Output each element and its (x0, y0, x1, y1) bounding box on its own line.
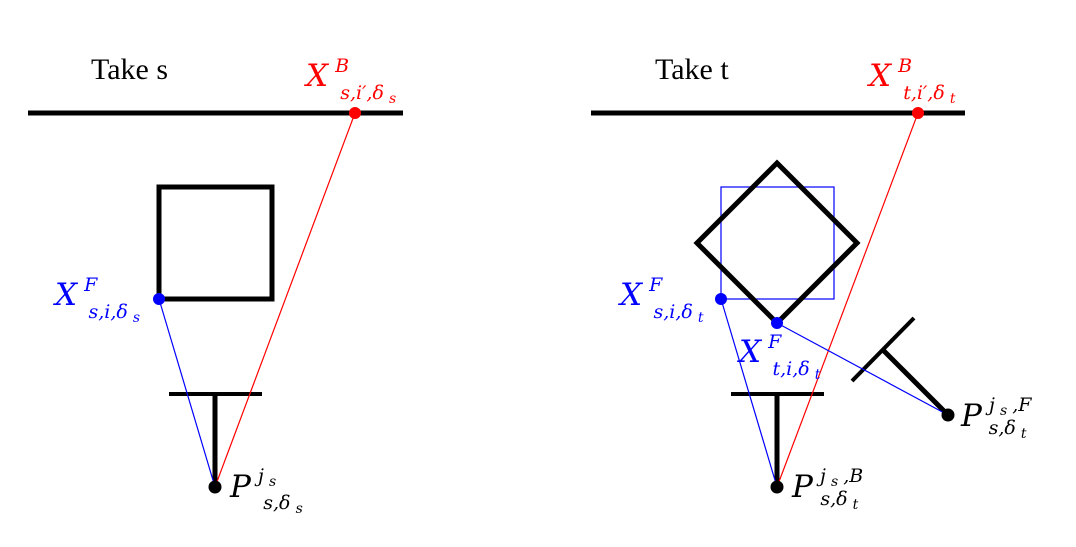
right-original-square-outline (720, 186, 835, 300)
right-background-point-label: X B t,i′,δ t (867, 55, 956, 107)
left-background-point (349, 107, 361, 119)
right-ray-background (776, 112, 919, 488)
right-foreground-point-t (771, 317, 783, 329)
right-ray-foreground-original (720, 298, 778, 488)
right-foreground-point-s-label: X F s,i,δ t (618, 274, 704, 326)
left-foreground-point-label: X F s,i,δ s (53, 274, 140, 326)
right-ray-foreground-rotated (776, 322, 949, 416)
right-panel: Take t X B t,i′,δ t X F (591, 53, 1037, 513)
right-camera-b-center (770, 480, 784, 494)
right-panel-title: Take t (655, 53, 729, 86)
left-camera-center (208, 480, 222, 494)
left-panel-title: Take s (91, 53, 168, 86)
right-camera-f-center (941, 408, 955, 422)
right-camera-f-stem (881, 348, 950, 417)
left-foreground-point (153, 293, 165, 305)
right-camera-f-label: P j s ,F s,δ t (960, 394, 1037, 442)
right-camera-f-image-plane (850, 316, 916, 383)
left-camera-label: P j s s,δ s (229, 465, 303, 517)
right-background-point (912, 107, 924, 119)
right-foreground-point-t-label: X F t,i,δ t (737, 331, 821, 383)
left-background-point-label: X B s,i′,δ s (304, 55, 396, 107)
left-ray-foreground (158, 298, 216, 488)
right-foreground-point-s (715, 293, 727, 305)
left-panel: Take s X B s,i′,δ s X F s,i,δ s P (28, 53, 403, 517)
right-camera-b-label: P j s ,B s,δ t (791, 465, 868, 513)
left-ray-background (214, 112, 356, 488)
left-foreground-square (156, 184, 275, 302)
